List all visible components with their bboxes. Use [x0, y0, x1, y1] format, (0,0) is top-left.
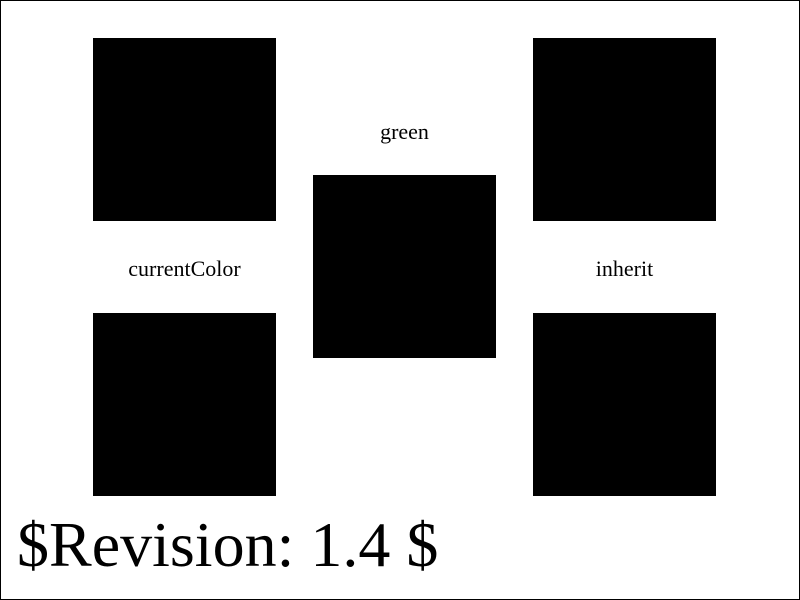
right-label: inherit: [595, 256, 654, 281]
left-bottom-swatch: [93, 313, 276, 496]
center-label: green: [380, 119, 429, 144]
left-label: currentColor: [128, 256, 241, 281]
right-bottom-swatch: [533, 313, 716, 496]
center-swatch: [313, 175, 496, 358]
right-top-swatch: [533, 38, 716, 221]
left-top-swatch: [93, 38, 276, 221]
revision-text: $Revision: 1.4 $: [17, 509, 439, 580]
